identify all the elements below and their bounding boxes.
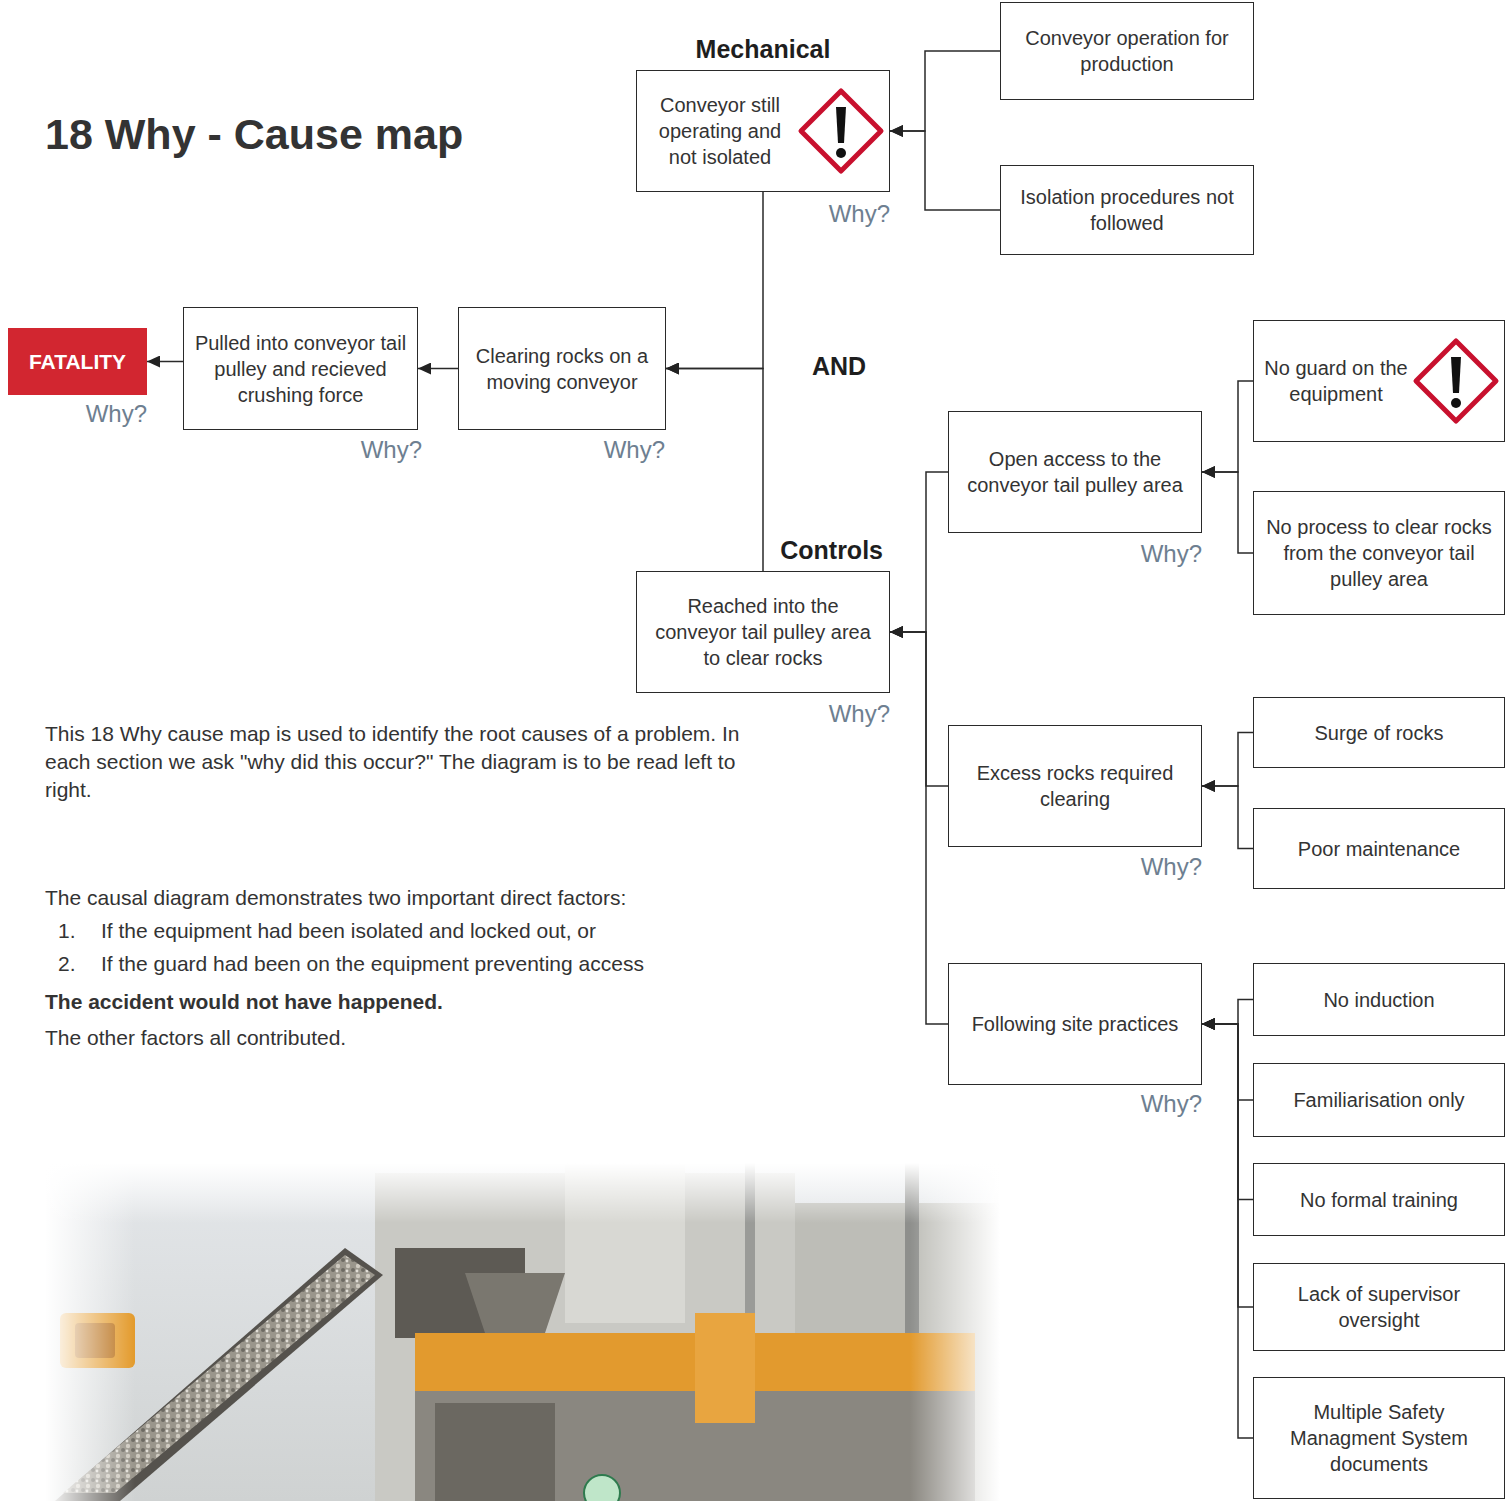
cause-arrow	[1202, 381, 1253, 472]
cause-box: Multiple Safety Managment System documen…	[1253, 1377, 1505, 1499]
note-text: The causal diagram demonstrates two impo…	[45, 884, 626, 912]
cause-box: Surge of rocks	[1253, 697, 1505, 768]
cause-box: Familiarisation only	[1253, 1063, 1505, 1137]
cause-arrow	[1202, 1024, 1253, 1307]
why-prompt: Why?	[86, 400, 147, 428]
cause-arrow	[890, 632, 948, 786]
and-label: AND	[812, 352, 866, 381]
box-text: Lack of supervisor oversight	[1254, 1273, 1504, 1341]
box-text: Poor maintenance	[1254, 828, 1504, 870]
why-prompt: Why?	[1141, 540, 1202, 568]
cause-box: Conveyor operation for production	[1000, 2, 1254, 100]
cause-box: Pulled into conveyor tail pulley and rec…	[183, 307, 418, 430]
cause-box: No process to clear rocks from the conve…	[1253, 491, 1505, 615]
cause-box: Poor maintenance	[1253, 808, 1505, 889]
box-text: Conveyor still operating and not isolate…	[637, 84, 889, 178]
cause-arrow	[1202, 786, 1253, 849]
cause-arrow	[418, 368, 458, 370]
box-text: Multiple Safety Managment System documen…	[1254, 1391, 1504, 1485]
cause-arrow	[1202, 733, 1253, 787]
cause-arrow	[890, 131, 1000, 210]
cause-box: No formal training	[1253, 1163, 1505, 1236]
box-text: No induction	[1254, 979, 1504, 1021]
cause-box: Isolation procedures not followed	[1000, 165, 1254, 255]
box-text: No guard on the equipment	[1254, 347, 1504, 415]
cause-box: Excess rocks required clearing	[948, 725, 1202, 847]
cause-arrow	[666, 192, 763, 369]
group-heading: Controls	[780, 536, 883, 565]
cause-arrow	[1202, 1024, 1253, 1438]
why-prompt: Why?	[1141, 853, 1202, 881]
box-text: No formal training	[1254, 1179, 1504, 1221]
cause-box: Open access to the conveyor tail pulley …	[948, 411, 1202, 533]
why-prompt: Why?	[829, 700, 890, 728]
box-text: Surge of rocks	[1254, 712, 1504, 754]
cause-arrow	[890, 472, 948, 632]
cause-arrow	[890, 51, 1000, 131]
box-text: Reached into the conveyor tail pulley ar…	[637, 585, 889, 679]
cause-arrow	[1202, 472, 1253, 553]
cause-box: No guard on the equipment	[1253, 320, 1505, 442]
cause-box: Following site practices	[948, 963, 1202, 1085]
cause-box: No induction	[1253, 963, 1505, 1036]
group-heading: Mechanical	[637, 35, 889, 64]
cause-box: Lack of supervisor oversight	[1253, 1263, 1505, 1351]
cause-box: Clearing rocks on a moving conveyor	[458, 307, 666, 430]
site-photo	[45, 1163, 1000, 1501]
cause-arrow	[1202, 1000, 1253, 1025]
note-text: The other factors all contributed.	[45, 1024, 346, 1052]
note-text: This 18 Why cause map is used to identif…	[45, 720, 785, 804]
box-text: Familiarisation only	[1254, 1079, 1504, 1121]
box-text: FATALITY	[8, 341, 147, 383]
box-text: Excess rocks required clearing	[949, 752, 1201, 820]
why-prompt: Why?	[604, 436, 665, 464]
box-text: No process to clear rocks from the conve…	[1254, 506, 1504, 600]
outcome-box: FATALITY	[8, 328, 147, 395]
box-text: Following site practices	[949, 1003, 1201, 1045]
note-text: If the guard had been on the equipment p…	[101, 950, 644, 978]
diagram-title: 18 Why - Cause map	[45, 110, 463, 159]
hazard-icon	[1412, 337, 1500, 425]
box-text: Clearing rocks on a moving conveyor	[459, 335, 665, 403]
cause-arrow	[890, 632, 948, 1024]
hazard-icon	[797, 87, 885, 175]
cause-arrow	[1202, 1024, 1253, 1200]
cause-arrow	[1202, 1024, 1253, 1100]
why-prompt: Why?	[1141, 1090, 1202, 1118]
cause-arrow	[147, 361, 183, 363]
note-text: If the equipment had been isolated and l…	[101, 917, 596, 945]
box-text: Isolation procedures not followed	[1001, 176, 1253, 244]
box-text: Pulled into conveyor tail pulley and rec…	[184, 322, 417, 416]
cause-arrow	[666, 369, 763, 572]
box-text: Conveyor operation for production	[1001, 17, 1253, 85]
note-text: 2.	[58, 950, 76, 978]
box-text: Open access to the conveyor tail pulley …	[949, 438, 1201, 506]
cause-box: ControlsReached into the conveyor tail p…	[636, 571, 890, 693]
why-prompt: Why?	[361, 436, 422, 464]
note-text: The accident would not have happened.	[45, 988, 443, 1016]
note-text: 1.	[58, 917, 76, 945]
cause-box: MechanicalConveyor still operating and n…	[636, 70, 890, 192]
why-prompt: Why?	[829, 200, 890, 228]
